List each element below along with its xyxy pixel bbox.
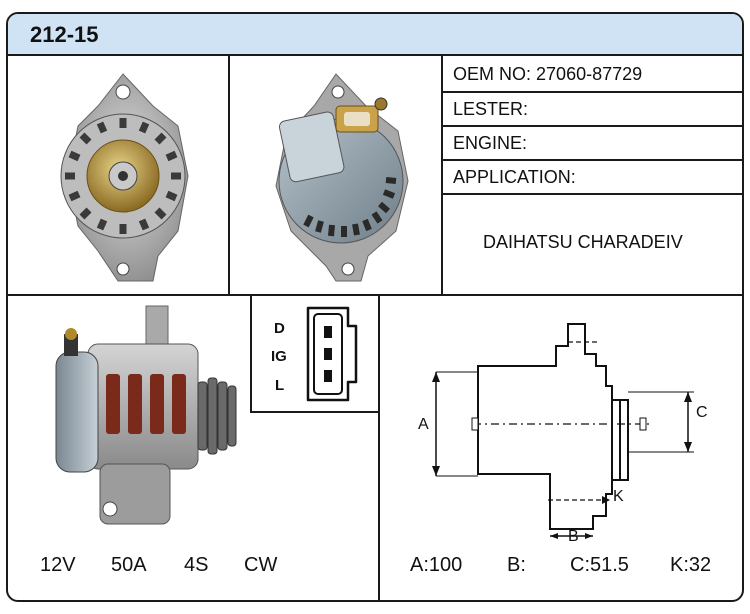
pin-d-label: D — [274, 320, 285, 337]
oem-value: 27060-87729 — [536, 64, 643, 84]
spec-amperage: 50A — [111, 554, 147, 576]
info-divider-3 — [441, 159, 742, 161]
alternator-rear-photo — [275, 73, 409, 282]
dim-b-value: B: — [507, 554, 526, 576]
dim-a-value: A:100 — [410, 554, 463, 576]
dimension-diagram — [432, 323, 694, 539]
oem-label: OEM NO: — [453, 64, 532, 84]
header-bar: 212-15 — [8, 14, 742, 56]
row-divider — [8, 294, 742, 296]
connector-box-bottom — [250, 411, 379, 413]
spec-rotation: CW — [244, 554, 278, 576]
info-divider-2 — [441, 125, 742, 127]
dim-label-c: C — [696, 404, 708, 421]
info-divider-4 — [441, 193, 742, 195]
product-spec-sheet: 212-15 OEM NO: 27060-87729 LESTER: ENGIN… — [6, 12, 744, 602]
alternator-front-photo — [60, 73, 189, 282]
dim-label-b: B — [568, 528, 579, 545]
application-label: APPLICATION: — [453, 167, 576, 187]
pin-ig-label: IG — [271, 348, 287, 365]
dim-c-value: C:51.5 — [570, 554, 629, 576]
spec-pulley: 4S — [184, 554, 209, 576]
spec-voltage: 12V — [40, 554, 76, 576]
engine-label: ENGINE: — [453, 133, 528, 153]
dim-label-k: K — [613, 488, 624, 505]
part-number-title: 212-15 — [30, 22, 99, 47]
connector-box-left — [250, 294, 252, 412]
col-divider-bottom — [378, 294, 380, 600]
alternator-side-photo — [55, 305, 237, 525]
info-divider-1 — [441, 91, 742, 93]
pin-l-label: L — [275, 377, 285, 394]
lester-label: LESTER: — [453, 99, 529, 119]
dim-k-value: K:32 — [670, 554, 712, 576]
col-divider-1 — [228, 56, 230, 294]
dim-label-a: A — [418, 416, 429, 433]
col-divider-2 — [441, 56, 443, 294]
connector-plug-diagram — [306, 306, 358, 402]
application-value: DAIHATSU CHARADEIV — [483, 232, 683, 252]
oem-row: OEM NO: 27060-87729 — [453, 64, 642, 85]
